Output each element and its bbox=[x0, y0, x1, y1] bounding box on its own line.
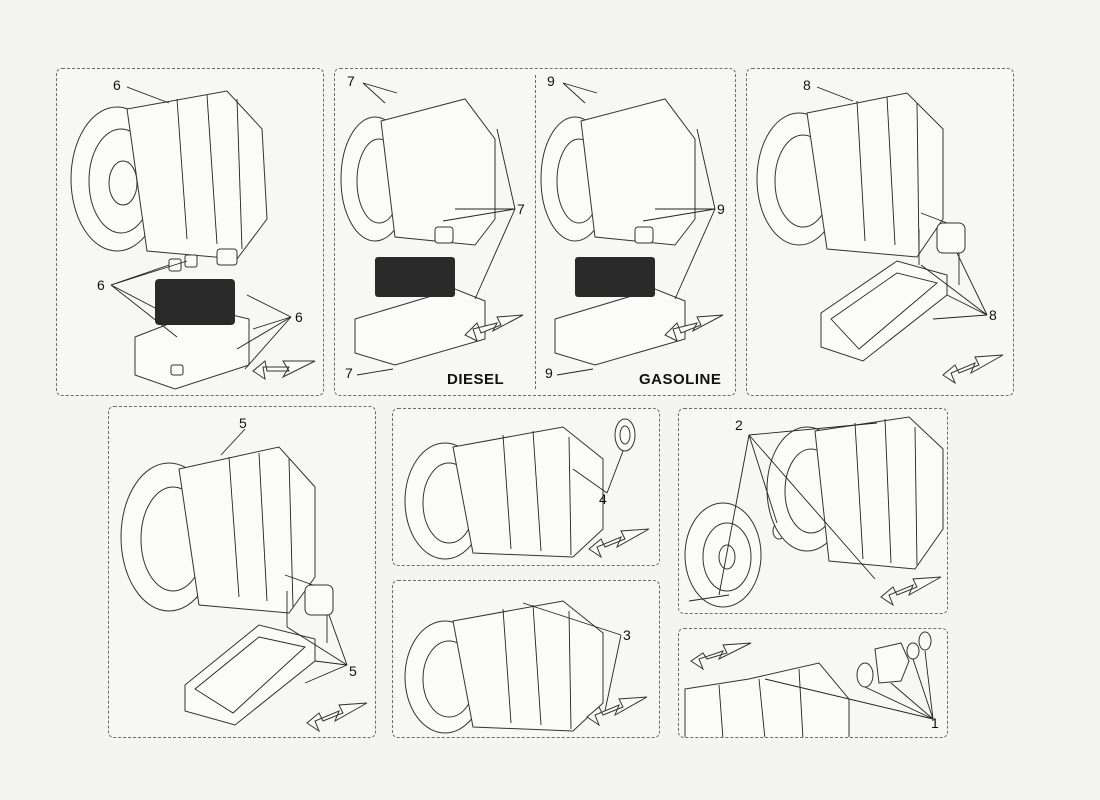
leader-lines bbox=[110, 86, 292, 370]
torque-converter-drawing bbox=[684, 416, 944, 608]
panel-output-flange: 1 bbox=[678, 628, 948, 738]
leader-lines bbox=[522, 602, 622, 712]
callout-9-bottom: 9 bbox=[545, 365, 553, 381]
panel-diesel-gasoline: 7 7 7 DIESEL 9 9 9 GASOLINE bbox=[334, 68, 736, 396]
callout-7-bottom: 7 bbox=[345, 365, 353, 381]
filter-part bbox=[284, 574, 334, 643]
panel-rear-seal: 4 bbox=[392, 408, 660, 566]
direction-arrow bbox=[586, 696, 648, 727]
diesel-transmission bbox=[340, 98, 496, 366]
callout-6-top: 6 bbox=[113, 77, 121, 93]
rear-seal-drawing bbox=[404, 418, 650, 560]
direction-arrow bbox=[880, 576, 942, 607]
gasoline-transmission bbox=[540, 98, 696, 366]
transmission-housing bbox=[120, 446, 316, 614]
callout-5-top: 5 bbox=[239, 415, 247, 431]
leader-lines bbox=[816, 86, 988, 320]
panel-torque-converter: 2 bbox=[678, 408, 948, 614]
diesel-direction-arrow bbox=[464, 314, 524, 342]
transmission-housing bbox=[766, 416, 944, 570]
oil-pan bbox=[184, 624, 316, 726]
callout-4: 4 bbox=[599, 491, 607, 507]
transmission-housing bbox=[684, 662, 850, 737]
callout-2: 2 bbox=[735, 417, 743, 433]
direction-arrow bbox=[252, 360, 316, 381]
label-diesel: DIESEL bbox=[447, 371, 505, 388]
panel-breather: 3 bbox=[392, 580, 660, 738]
transmission-housing bbox=[70, 90, 268, 260]
panel-valve-body: 6 6 6 bbox=[56, 68, 324, 396]
leader-lines bbox=[220, 428, 348, 684]
direction-arrow bbox=[690, 642, 752, 671]
panel-oil-pan-5: 5 5 bbox=[108, 406, 376, 738]
callout-9-top: 9 bbox=[547, 73, 555, 89]
oil-pan bbox=[820, 260, 948, 362]
variant-divider bbox=[535, 75, 536, 389]
filter-part bbox=[918, 212, 966, 285]
seal-ring bbox=[614, 418, 636, 452]
callout-7-top: 7 bbox=[347, 73, 355, 89]
callout-6-right: 6 bbox=[295, 309, 303, 325]
variants-drawing bbox=[340, 82, 724, 376]
direction-arrow bbox=[588, 528, 650, 559]
gasoline-leaders bbox=[556, 82, 716, 376]
oil-pan-5-drawing bbox=[120, 428, 368, 733]
label-gasoline: GASOLINE bbox=[639, 371, 722, 388]
callout-8-right: 8 bbox=[989, 307, 997, 323]
transmission-housing bbox=[756, 92, 944, 258]
diesel-leaders bbox=[356, 82, 516, 376]
callout-6-left: 6 bbox=[97, 277, 105, 293]
transmission-housing bbox=[404, 426, 604, 560]
breather-drawing bbox=[404, 600, 648, 734]
valve-body-assembly bbox=[134, 248, 250, 390]
direction-arrow bbox=[942, 354, 1004, 385]
panel-oil-pan-8: 8 8 bbox=[746, 68, 1014, 396]
gasoline-direction-arrow bbox=[664, 314, 724, 342]
transmission-housing bbox=[404, 600, 604, 734]
oil-pan-8-drawing bbox=[756, 86, 1004, 385]
leader-lines bbox=[572, 450, 624, 494]
callout-3: 3 bbox=[623, 627, 631, 643]
output-flange-drawing bbox=[684, 631, 934, 737]
valve-body-drawing bbox=[70, 86, 316, 390]
leader-lines bbox=[718, 422, 878, 596]
torque-converter bbox=[684, 502, 762, 608]
callout-7-right: 7 bbox=[517, 201, 525, 217]
direction-arrow bbox=[306, 702, 368, 733]
callout-5-right: 5 bbox=[349, 663, 357, 679]
callout-1: 1 bbox=[931, 715, 939, 731]
leader-lines bbox=[764, 650, 934, 720]
callout-9-right: 9 bbox=[717, 201, 725, 217]
callout-8-top: 8 bbox=[803, 77, 811, 93]
